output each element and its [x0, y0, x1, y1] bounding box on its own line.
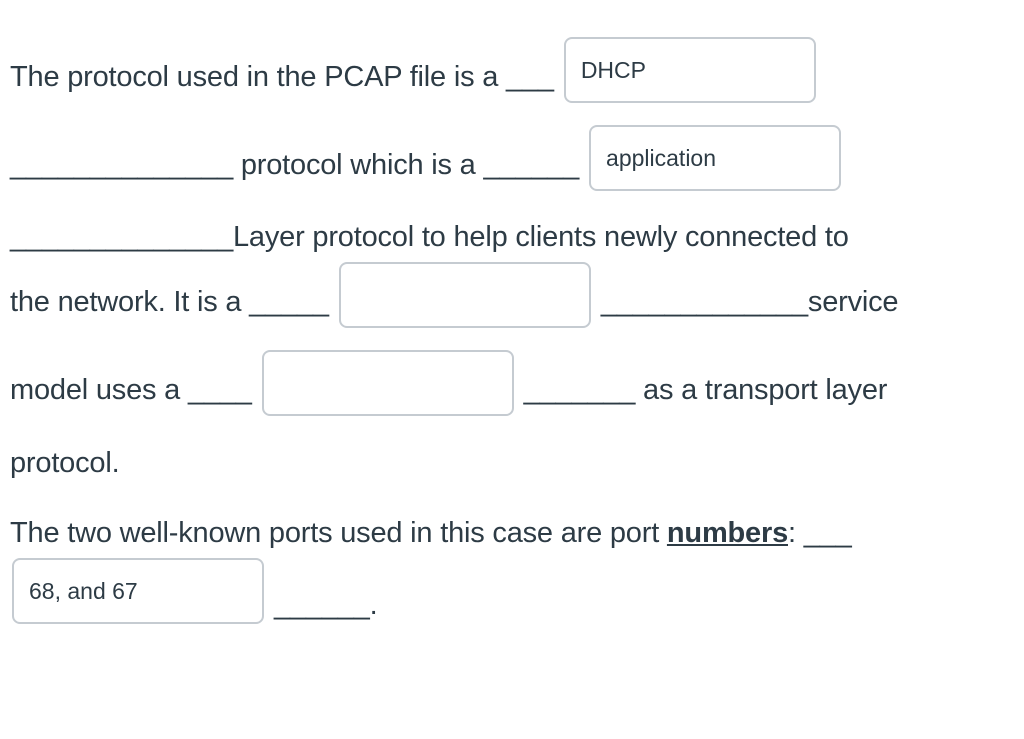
- port-numbers-answer-input[interactable]: [12, 558, 264, 624]
- question-line-1: The protocol used in the PCAP file is a …: [10, 37, 1024, 103]
- question-text-line-4-post: _____________service: [600, 285, 899, 318]
- question-text-line-2: ______________ protocol which is a _____…: [10, 148, 580, 181]
- question-text-line-5-pre: model uses a ____: [10, 373, 252, 406]
- question-line-6: protocol.: [10, 443, 1024, 483]
- question-text-line-1: The protocol used in the PCAP file is a …: [10, 60, 554, 93]
- question-line-2: ______________ protocol which is a _____…: [10, 125, 1024, 191]
- question-line-3: ______________Layer protocol to help cli…: [10, 217, 1024, 257]
- service-model-answer-input[interactable]: [338, 262, 591, 328]
- question-text-line-4-pre: the network. It is a _____: [10, 285, 329, 318]
- protocol-answer-input[interactable]: [563, 37, 816, 103]
- question-line-7: The two well-known ports used in this ca…: [10, 513, 1024, 553]
- question-text-line-7: The two well-known ports used in this ca…: [10, 516, 852, 551]
- question-text-line-3: ______________Layer protocol to help cli…: [10, 220, 849, 253]
- question-text-line-6: protocol.: [10, 446, 120, 479]
- question-text-line-5-post: _______ as a transport layer: [523, 373, 888, 406]
- question-text-numbers-emphasis: numbers: [666, 516, 788, 549]
- question-text-line-7-pre: The two well-known ports used in this ca…: [10, 516, 667, 549]
- question-line-5: model uses a ____ _______ as a transport…: [10, 350, 1024, 416]
- quiz-question: The protocol used in the PCAP file is a …: [0, 37, 1024, 624]
- layer-answer-input[interactable]: [589, 125, 842, 191]
- transport-protocol-answer-input[interactable]: [261, 350, 514, 416]
- question-text-line-7-post: : ___: [788, 516, 852, 549]
- question-line-4: the network. It is a _____ _____________…: [10, 262, 1024, 328]
- question-text-line-8-post: ______.: [274, 588, 378, 621]
- question-line-8: ______.: [10, 558, 1024, 624]
